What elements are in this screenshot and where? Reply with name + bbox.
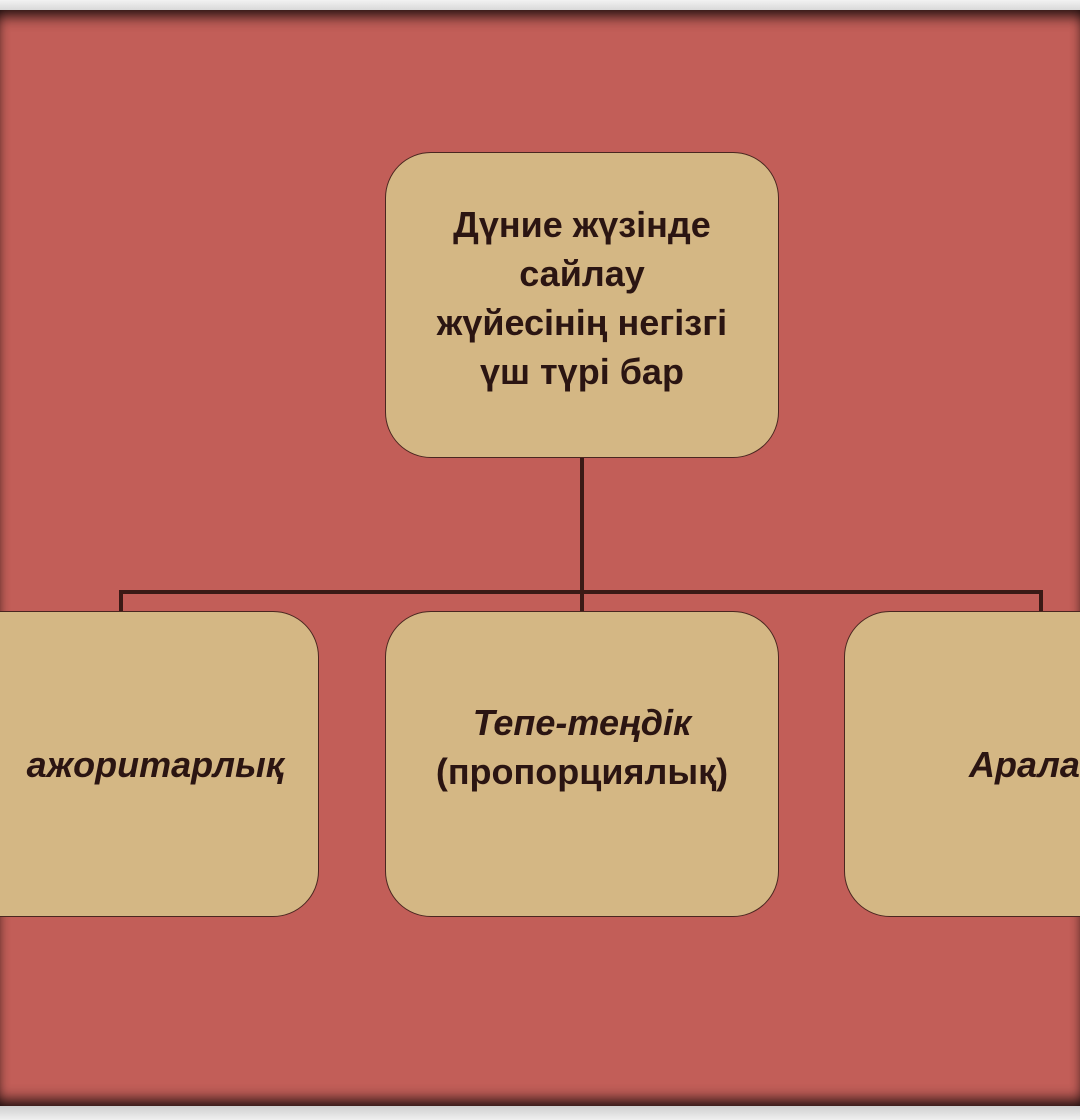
- child-node-label: ажоритарлық: [26, 743, 284, 785]
- root-line-1: Дүние жүзінде: [453, 204, 711, 245]
- root-line-4: үш түрі бар: [480, 351, 684, 392]
- root-line-3: жүйесінің негізгі: [436, 302, 728, 343]
- child-node-sublabel: (пропорциялық): [435, 751, 729, 792]
- child-node-majoritarian: ажоритарлық: [0, 611, 319, 917]
- root-line-2: сайлау: [519, 253, 645, 294]
- root-node: Дүние жүзінде сайлау жүйесінің негізгі ү…: [385, 152, 779, 458]
- window-top-edge: [0, 0, 1080, 10]
- child-node-mixed: Арала: [844, 611, 1080, 917]
- window-bottom-edge: [0, 1106, 1080, 1120]
- child-node-label: Тепе-теңдік: [472, 702, 692, 743]
- child-node-label: Арала: [969, 743, 1080, 785]
- root-node-text: Дүние жүзінде сайлау жүйесінің негізгі ү…: [437, 200, 727, 396]
- child-node-proportional: Тепе-теңдік (пропорциялық): [385, 611, 779, 917]
